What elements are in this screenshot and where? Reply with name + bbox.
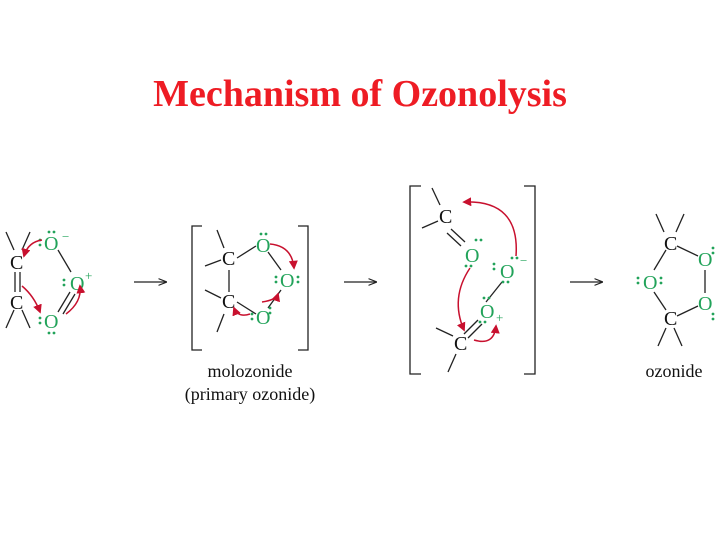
substituent-bond: [216, 229, 225, 249]
primary-ozonide-label: (primary ozonide): [185, 384, 315, 405]
molozonide-label: molozonide: [208, 361, 293, 381]
substituent-bond: [21, 309, 31, 329]
carbon-atom: C: [439, 206, 452, 228]
curved-arrow: [261, 292, 280, 303]
oxygen-atom: O: [44, 233, 58, 255]
co-double-bond: [467, 323, 483, 339]
co-double-bond: [463, 319, 479, 335]
substituent-bond: [421, 220, 439, 229]
stage-molozonide: C C O O O molozonide (primary ozonide): [185, 225, 315, 405]
carbon-atom: C: [10, 292, 23, 314]
curved-arrow: [473, 324, 500, 343]
co-bond: [653, 249, 667, 271]
substituent-bond: [431, 187, 441, 206]
co-bond: [236, 301, 257, 315]
stage-fragments: C O O − O + C: [409, 185, 536, 375]
oxygen-atom: O: [500, 261, 514, 283]
plus-charge: +: [85, 268, 92, 283]
substituent-bond: [21, 231, 31, 251]
curved-arrow: [21, 285, 42, 314]
substituent-bond: [435, 327, 454, 337]
co-double-bond: [450, 228, 466, 243]
substituent-bond: [5, 231, 15, 251]
carbon-atom: C: [222, 248, 235, 270]
curved-arrow: [232, 306, 251, 317]
oo-bond: [57, 249, 72, 273]
stage-ozonide: C O O O C ozonide: [636, 213, 715, 381]
carbon-atom: C: [664, 233, 677, 255]
oxygen-atom: O: [256, 235, 270, 257]
substituent-bond: [657, 327, 667, 347]
oxygen-atom: O: [480, 301, 494, 323]
co-bond: [676, 245, 699, 257]
oxygen-atom: O: [256, 307, 270, 329]
stage-alkene-ozone: C C O − O + O: [5, 229, 92, 335]
oxygen-atom: O: [465, 245, 479, 267]
plus-charge: +: [496, 310, 503, 325]
left-bracket: [409, 185, 421, 375]
curved-arrow: [462, 197, 517, 257]
right-bracket: [524, 185, 536, 375]
oxygen-atom: O: [44, 311, 58, 333]
co-bond: [676, 305, 699, 317]
substituent-bond: [204, 259, 222, 267]
substituent-bond: [216, 313, 225, 333]
oxygen-atom: O: [698, 293, 712, 315]
curved-arrow: [269, 243, 298, 270]
minus-charge: −: [62, 229, 69, 244]
lone-pairs: [636, 246, 715, 321]
oo-bond: [267, 251, 282, 271]
co-double-bond: [446, 232, 462, 247]
carbon-atom: C: [454, 333, 467, 355]
substituent-bond: [204, 289, 222, 299]
oo-double-bond: [57, 291, 71, 313]
substituent-bond: [447, 353, 457, 373]
substituent-bond: [5, 309, 15, 329]
right-bracket: [298, 225, 309, 351]
oxygen-atom: O: [698, 249, 712, 271]
curved-arrow: [21, 239, 43, 258]
carbon-atom: C: [10, 252, 23, 274]
curved-arrow: [456, 267, 471, 332]
carbon-atom: C: [664, 308, 677, 330]
substituent-bond: [675, 213, 685, 233]
oxygen-atom: O: [280, 270, 294, 292]
substituent-bond: [655, 213, 665, 233]
minus-charge: −: [520, 253, 527, 268]
ozonide-label: ozonide: [646, 361, 703, 381]
left-bracket: [191, 225, 202, 351]
substituent-bond: [673, 327, 683, 347]
curved-arrow: [65, 284, 86, 315]
page-title: Mechanism of Ozonolysis: [153, 73, 567, 115]
oo-double-bond: [62, 293, 76, 315]
oxygen-atom: O: [70, 273, 84, 295]
oxygen-atom: O: [643, 272, 657, 294]
carbon-atom: C: [222, 291, 235, 313]
co-bond: [236, 245, 257, 259]
lone-pairs: [250, 232, 300, 321]
lone-pairs: [464, 238, 519, 324]
co-bond: [653, 291, 667, 311]
